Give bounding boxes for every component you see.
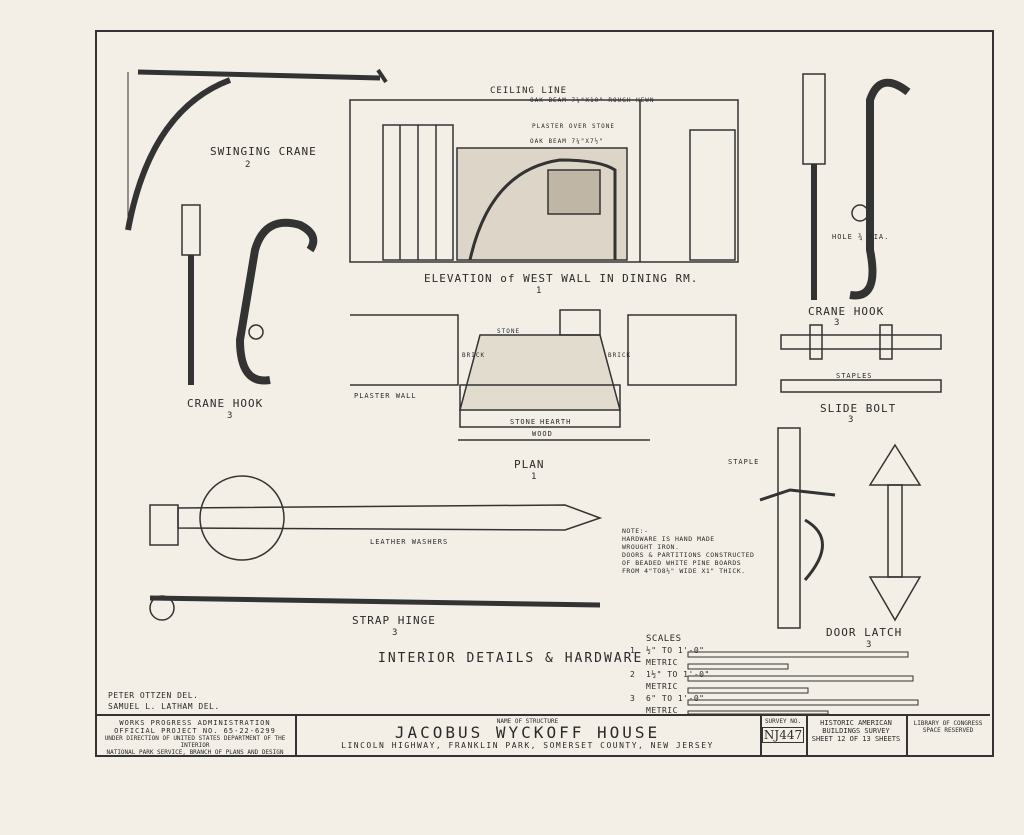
- note-line: OF BEADED WHITE PINE BOARDS: [622, 559, 742, 567]
- name-of-structure-label: NAME OF STRUCTURE: [496, 718, 559, 725]
- slide-bolt-drawing: [780, 324, 942, 393]
- elevation-num: 1: [536, 286, 543, 296]
- strap-hinge-num: 3: [392, 628, 399, 638]
- staple-label: STAPLE: [728, 458, 760, 466]
- elevation-title: ELEVATION of WEST WALL IN DINING RM.: [424, 272, 699, 285]
- plan-num: 1: [531, 472, 538, 482]
- note-line: FROM 4"TO8½" WIDE X1" THICK.: [622, 567, 746, 575]
- elevation-drawing: [349, 99, 739, 263]
- note-line: DOORS & PARTITIONS CONSTRUCTED: [622, 551, 755, 559]
- elevation-note-3: OAK BEAM 7¼"X7½": [530, 138, 604, 145]
- direction-label: UNDER DIRECTION OF UNITED STATES DEPARTM…: [104, 735, 286, 749]
- plan-title: PLAN: [514, 458, 545, 471]
- door-latch-drawing: [759, 427, 922, 629]
- sheet-border: [95, 30, 994, 757]
- note-line: HARDWARE IS HAND MADE: [622, 535, 715, 543]
- structure-cell: NAME OF STRUCTURE JACOBUS WYCKOFF HOUSE …: [295, 716, 762, 755]
- plan-brick-left-label: BRICK: [462, 352, 486, 359]
- scale-row: 1 ½" TO 1'-0": [630, 646, 705, 655]
- library-cell: LIBRARY OF CONGRESS SPACE RESERVED: [906, 716, 990, 755]
- delineators: PETER OTTZEN DEL. SAMUEL L. LATHAM DEL.: [108, 690, 220, 712]
- sheet-number: SHEET 12 OF 13 SHEETS: [811, 735, 901, 743]
- survey-cell: SURVEY NO. NJ447: [760, 716, 808, 755]
- note-heading: NOTE:-: [622, 527, 649, 535]
- door-latch-num: 3: [866, 640, 873, 650]
- elevation-note-2: PLASTER OVER STONE: [532, 123, 616, 130]
- survey-number: NJ447: [762, 727, 804, 743]
- crane-hook-left-title: CRANE HOOK: [187, 397, 264, 410]
- scale-metric: METRIC: [646, 706, 678, 715]
- crane-hook-right-num: 3: [834, 318, 841, 328]
- scale-metric: METRIC: [646, 682, 678, 691]
- loc-line-2: SPACE RESERVED: [922, 727, 974, 734]
- plan-wood-label: WOOD: [532, 430, 553, 438]
- plan-hearth-label: HEARTH: [540, 418, 572, 426]
- elevation-note-1: OAK BEAM 7¼"X10" ROUGH HEWN: [530, 97, 655, 104]
- scales-heading: SCALES: [646, 634, 682, 644]
- habs-line-2: BUILDINGS SURVEY: [822, 727, 890, 735]
- survey-no-label: SURVEY NO.: [764, 718, 802, 725]
- hole-dia-label: HOLE ¾ DIA.: [832, 233, 890, 241]
- plaster-wall-label: PLASTER WALL: [354, 392, 417, 400]
- habs-cell: HISTORIC AMERICAN BUILDINGS SURVEY SHEET…: [806, 716, 908, 755]
- leather-washers-label: LEATHER WASHERS: [370, 538, 449, 546]
- sheet-title: INTERIOR DETAILS & HARDWARE: [378, 651, 644, 666]
- plan-stone-label: STONE: [497, 328, 521, 335]
- habs-line-1: HISTORIC AMERICAN: [820, 719, 892, 727]
- strap-hinge-title: STRAP HINGE: [352, 614, 436, 627]
- delineator-2: SAMUEL L. LATHAM DEL.: [108, 702, 220, 711]
- crane-hook-left-num: 3: [227, 411, 234, 421]
- plan-stone-hearth-label: STONE: [510, 418, 537, 426]
- scale-row: 2 1½" TO 1'-0": [630, 670, 710, 679]
- swinging-crane-drawing: [125, 68, 388, 231]
- swinging-crane-title: SWINGING CRANE: [210, 145, 317, 158]
- loc-line-1: LIBRARY OF CONGRESS: [913, 720, 983, 727]
- slide-bolt-num: 3: [848, 415, 855, 425]
- plan-brick-right-label: BRICK: [608, 352, 632, 359]
- swinging-crane-num: 2: [245, 160, 252, 170]
- structure-location: LINCOLN HIGHWAY, FRANKLIN PARK, SOMERSET…: [341, 741, 714, 750]
- note-line: WROUGHT IRON.: [622, 543, 680, 551]
- crane-hook-right-title: CRANE HOOK: [808, 305, 885, 318]
- note-block: NOTE:- HARDWARE IS HAND MADE WROUGHT IRO…: [622, 527, 754, 575]
- nps-label: NATIONAL PARK SERVICE, BRANCH OF PLANS A…: [106, 749, 284, 756]
- crane-hook-left-drawing: [181, 204, 318, 385]
- staples-label: STAPLES: [836, 372, 873, 380]
- title-block: WORKS PROGRESS ADMINISTRATION OFFICIAL P…: [95, 714, 990, 756]
- structure-name: JACOBUS WYCKOFF HOUSE: [394, 723, 661, 742]
- scale-bars: [687, 651, 919, 715]
- wpa-cell: WORKS PROGRESS ADMINISTRATION OFFICIAL P…: [95, 716, 297, 756]
- slide-bolt-title: SLIDE BOLT: [820, 402, 897, 415]
- scale-row: 3 6" TO 1'-0": [630, 694, 705, 703]
- ceiling-line-label: CEILING LINE: [490, 86, 568, 96]
- crane-hook-right-drawing: [802, 73, 911, 300]
- scales-block: SCALES 1 ½" TO 1'-0" METRIC 2 1½" TO 1'-…: [630, 633, 710, 717]
- scale-metric: METRIC: [646, 658, 678, 667]
- door-latch-title: DOOR LATCH: [826, 626, 903, 639]
- project-label: OFFICIAL PROJECT NO. 65-22-6299: [114, 727, 276, 735]
- plan-drawing: [350, 309, 737, 441]
- strap-hinge-drawing: [149, 475, 603, 621]
- wpa-label: WORKS PROGRESS ADMINISTRATION: [119, 719, 271, 727]
- delineator-1: PETER OTTZEN DEL.: [108, 691, 199, 700]
